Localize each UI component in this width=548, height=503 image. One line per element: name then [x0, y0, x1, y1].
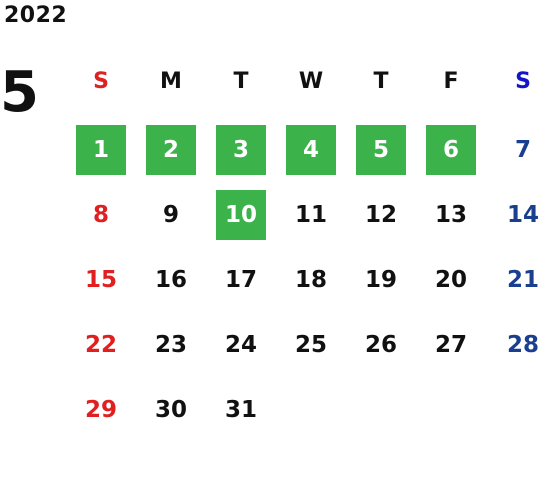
- weekday-header: S: [93, 68, 109, 94]
- day-cell-12: 12: [364, 202, 397, 228]
- day-cell-31: 31: [224, 397, 257, 423]
- day-cell-27: 27: [434, 332, 467, 358]
- weekday-header: T: [233, 68, 249, 94]
- day-cell-16: 16: [154, 267, 187, 293]
- day-cell-2: 2: [146, 125, 196, 175]
- calendar-month: 5: [0, 60, 39, 125]
- day-cell-20: 20: [434, 267, 467, 293]
- day-cell-8: 8: [92, 202, 109, 228]
- calendar-year: 2022: [4, 3, 68, 28]
- day-cell-24: 24: [224, 332, 257, 358]
- day-cell-22: 22: [84, 332, 117, 358]
- day-cell-1: 1: [76, 125, 126, 175]
- day-cell-10: 10: [216, 190, 266, 240]
- weekday-header: F: [443, 68, 459, 94]
- day-cell-21: 21: [506, 267, 539, 293]
- day-cell-3: 3: [216, 125, 266, 175]
- weekday-header: W: [298, 68, 324, 94]
- day-cell-26: 26: [364, 332, 397, 358]
- day-cell-30: 30: [154, 397, 187, 423]
- day-cell-19: 19: [364, 267, 397, 293]
- day-cell-23: 23: [154, 332, 187, 358]
- day-cell-28: 28: [506, 332, 539, 358]
- day-cell-13: 13: [434, 202, 467, 228]
- day-cell-9: 9: [162, 202, 179, 228]
- day-cell-7: 7: [514, 137, 531, 163]
- day-cell-25: 25: [294, 332, 327, 358]
- day-cell-18: 18: [294, 267, 327, 293]
- weekday-header: S: [515, 68, 531, 94]
- day-cell-5: 5: [356, 125, 406, 175]
- day-cell-6: 6: [426, 125, 476, 175]
- day-cell-4: 4: [286, 125, 336, 175]
- day-cell-29: 29: [84, 397, 117, 423]
- day-cell-14: 14: [506, 202, 539, 228]
- weekday-header: T: [373, 68, 389, 94]
- day-cell-15: 15: [84, 267, 117, 293]
- day-cell-11: 11: [294, 202, 327, 228]
- day-cell-17: 17: [224, 267, 257, 293]
- weekday-header: M: [160, 68, 182, 94]
